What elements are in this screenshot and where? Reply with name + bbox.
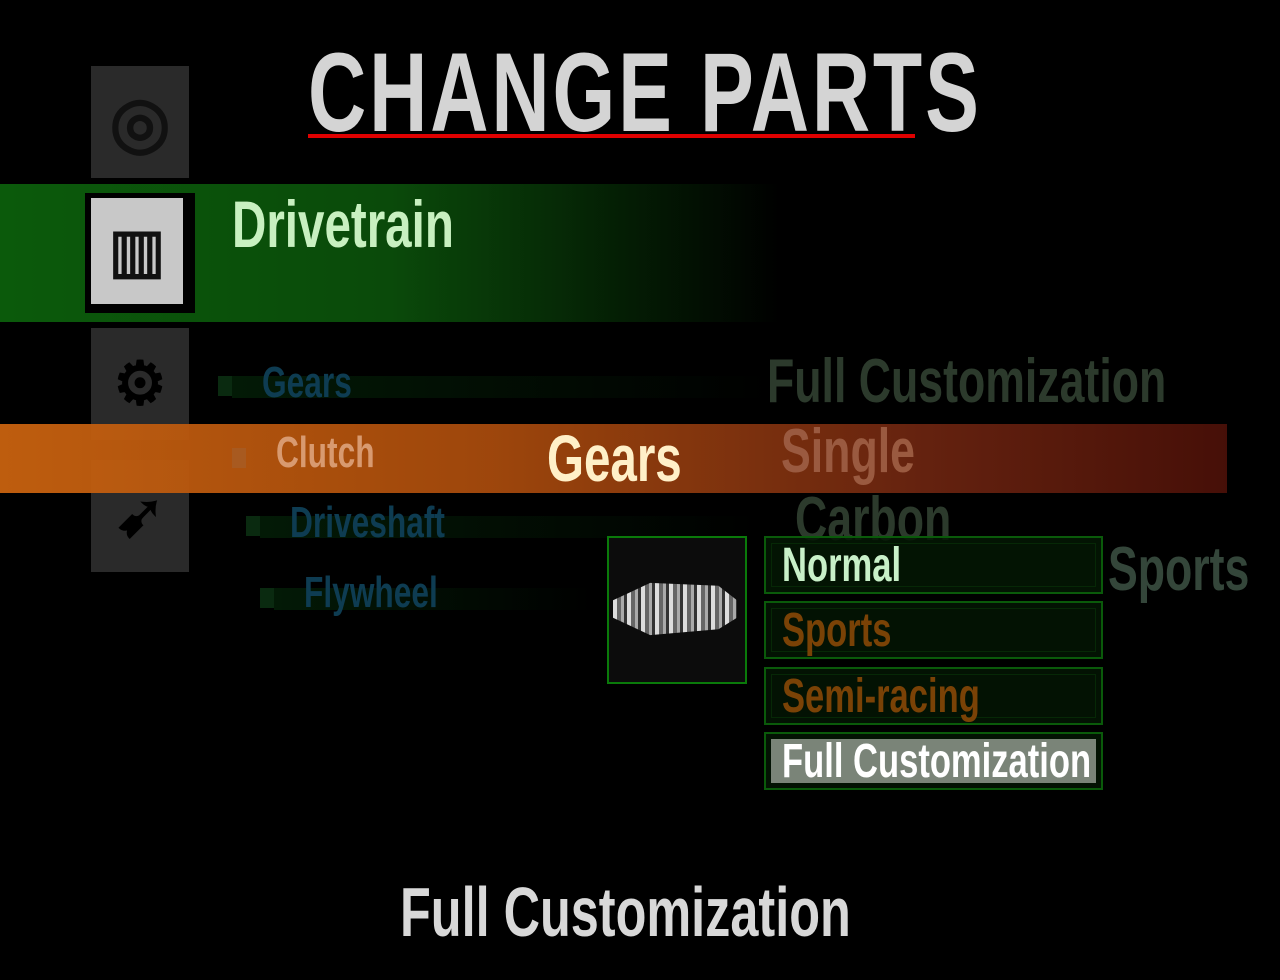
- submenu-item-clutch[interactable]: Clutch: [276, 428, 375, 477]
- option-semi-racing[interactable]: Semi-racing: [764, 667, 1103, 725]
- brake-disc-icon: ◎: [109, 83, 171, 161]
- option-normal[interactable]: Normal: [764, 536, 1103, 594]
- highlighted-submenu-label: Gears: [547, 421, 682, 495]
- transmission-icon: ▥: [108, 217, 166, 284]
- category-engine[interactable]: ⚙: [91, 328, 189, 440]
- submenu-stripe: [260, 516, 760, 538]
- title-underline: [308, 134, 915, 138]
- selection-description: Full Customization: [400, 873, 851, 951]
- bullet-icon: [260, 588, 274, 608]
- submenu-value-flywheel: Sports: [1108, 535, 1250, 604]
- option-sports[interactable]: Sports: [764, 601, 1103, 659]
- bullet-icon: [232, 448, 246, 468]
- part-preview: [607, 536, 747, 684]
- option-full-customization[interactable]: Full Customization: [764, 732, 1103, 790]
- bullet-icon: [246, 516, 260, 536]
- turbo-icon: ➹: [114, 482, 166, 549]
- submenu-stripe: [232, 376, 772, 398]
- submenu-stripe: [274, 588, 594, 610]
- category-brakes[interactable]: ◎: [91, 66, 189, 178]
- engine-icon: ⚙: [113, 350, 167, 417]
- gearbox-image: [613, 582, 737, 636]
- submenu-value-clutch: Single: [781, 417, 915, 486]
- category-drivetrain[interactable]: ▥: [85, 193, 195, 313]
- bullet-icon: [218, 376, 232, 396]
- submenu-item-flywheel[interactable]: Flywheel: [304, 568, 438, 617]
- submenu-value-gears: Full Customization: [767, 347, 1167, 416]
- submenu-highlight-bar: [0, 424, 1227, 493]
- category-label: Drivetrain: [232, 187, 454, 261]
- submenu-item-gears[interactable]: Gears: [262, 358, 352, 407]
- submenu-item-driveshaft[interactable]: Driveshaft: [290, 498, 445, 547]
